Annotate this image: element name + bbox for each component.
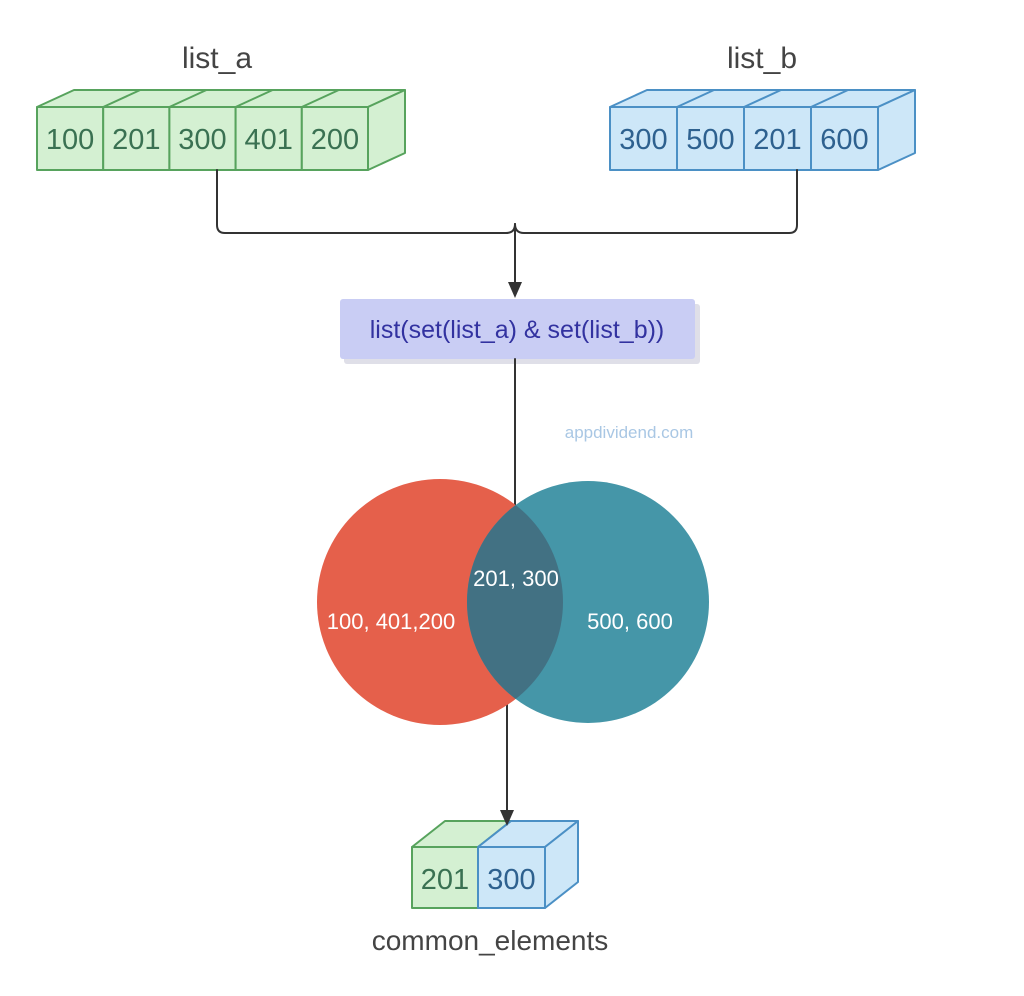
result-box: 201 300	[411, 820, 579, 909]
list-a-top-divider	[168, 89, 207, 108]
connector-from-list-a	[216, 169, 516, 234]
code-box-background	[340, 299, 695, 359]
result-cell-value: 300	[487, 864, 535, 896]
list-b-box: 300 500 201 600	[609, 89, 916, 171]
arrow-down-icon	[508, 282, 522, 298]
list-b-top-divider	[676, 89, 715, 108]
list-a-cell	[102, 106, 171, 171]
list-a-cell	[168, 106, 237, 171]
result-cell-blue	[477, 846, 546, 909]
venn-left-only-label: 100, 401,200	[327, 609, 455, 634]
operation-code: list(set(list_a) & set(list_b))	[370, 316, 665, 344]
list-b-cell-value: 300	[619, 124, 667, 156]
list-b-top-divider	[743, 89, 782, 108]
list-a-cell-value: 401	[245, 124, 293, 156]
list-a-top-divider	[235, 89, 274, 108]
list-b-cell	[609, 106, 678, 171]
list-b-cell	[810, 106, 879, 171]
list-a-cell-value: 200	[311, 124, 359, 156]
venn-intersection-label: 201, 300	[473, 566, 559, 591]
list-a-top-face	[36, 89, 406, 108]
list-a-cell	[300, 106, 369, 171]
list-b-cell	[676, 106, 745, 171]
venn-intersection-region	[467, 481, 563, 723]
venn-diagram: 201, 300 100, 401,200 500, 600	[317, 479, 709, 725]
list-b-cell-value: 600	[820, 124, 868, 156]
result-cell-value: 201	[421, 864, 469, 896]
venn-right-only-label: 500, 600	[587, 609, 673, 634]
list-a-top-divider	[301, 89, 340, 108]
list-a-top-divider	[102, 89, 141, 108]
result-title: common_elements	[372, 925, 609, 956]
list-a-box: 100 201 300 401 200	[36, 89, 406, 171]
operation-code-box: list(set(list_a) & set(list_b))	[340, 299, 700, 364]
list-b-cell-value: 500	[686, 124, 734, 156]
list-a-cell-value: 100	[46, 124, 94, 156]
result-cell-green	[411, 846, 479, 909]
list-a-title: list_a	[182, 42, 252, 75]
list-a-cell-value: 201	[112, 124, 160, 156]
list-a-cell-value: 300	[178, 124, 226, 156]
list-b-cell-value: 201	[753, 124, 801, 156]
watermark-text: appdividend.com	[565, 423, 694, 442]
list-b-cell	[743, 106, 812, 171]
list-b-top-divider	[810, 89, 849, 108]
arrow-down-icon	[500, 810, 514, 826]
list-b-title: list_b	[727, 42, 797, 75]
connector-from-list-b	[514, 169, 798, 234]
merge-connector	[216, 169, 798, 298]
